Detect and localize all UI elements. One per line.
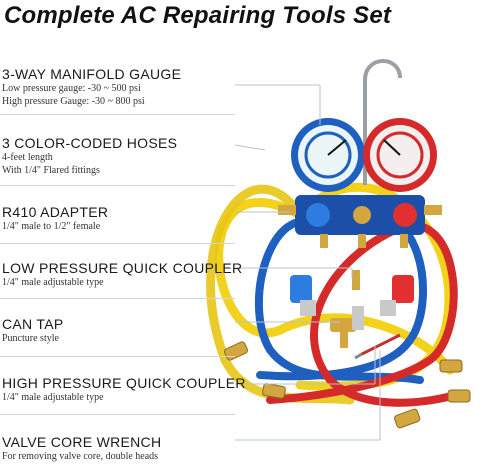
feature-can-tap: CAN TAP Puncture style [2,316,63,345]
callout-lines [234,84,381,441]
feature-heading: CAN TAP [2,316,64,332]
feature-detail: Puncture style [2,333,59,344]
feature-low-coupler: LOW PRESSURE QUICK COUPLER 1/4" male adj… [2,260,242,289]
feature-high-coupler: HIGH PRESSURE QUICK COUPLER 1/4" male ad… [2,375,246,404]
feature-heading: 3 COLOR-CODED HOSES [2,135,178,151]
divider [0,185,235,186]
feature-detail: Low pressure gauge: -30 ~ 500 psi [2,83,141,94]
feature-heading: 3-WAY MANIFOLD GAUGE [2,66,182,82]
page-title: Complete AC Repairing Tools Set [4,2,392,29]
coupler-illustration [290,270,414,316]
can-tap-illustration [330,306,364,348]
divider [0,356,235,357]
feature-valve-core-wrench: VALVE CORE WRENCH For removing valve cor… [2,434,161,463]
feature-heading: R410 ADAPTER [2,204,109,220]
feature-heading: HIGH PRESSURE QUICK COUPLER [2,375,246,391]
divider [0,114,235,115]
feature-detail: 1/4" male adjustable type [2,277,104,288]
feature-heading: VALVE CORE WRENCH [2,434,162,450]
divider [0,414,235,415]
feature-r410-adapter: R410 ADAPTER 1/4" male to 1/2" female [2,204,108,233]
feature-detail: 1/4" male adjustable type [2,392,104,403]
brass-fittings-illustration [223,341,471,429]
feature-detail: 4-feet length [2,152,53,163]
valve-core-wrench-illustration [354,333,401,360]
feature-manifold-gauge: 3-WAY MANIFOLD GAUGE Low pressure gauge:… [2,66,181,108]
feature-detail: With 1/4" Flared fittings [2,165,100,176]
divider [0,243,235,244]
feature-hoses: 3 COLOR-CODED HOSES 4-feet length With 1… [2,135,177,177]
manifold-gauge-illustration [278,59,442,248]
feature-heading: LOW PRESSURE QUICK COUPLER [2,260,243,276]
feature-detail: High pressure Gauge: -30 ~ 800 psi [2,96,145,107]
divider [0,298,235,299]
feature-detail: 1/4" male to 1/2" female [2,221,101,232]
hose-set-illustration [206,182,459,407]
feature-detail: For removing valve core, double heads [2,451,159,462]
